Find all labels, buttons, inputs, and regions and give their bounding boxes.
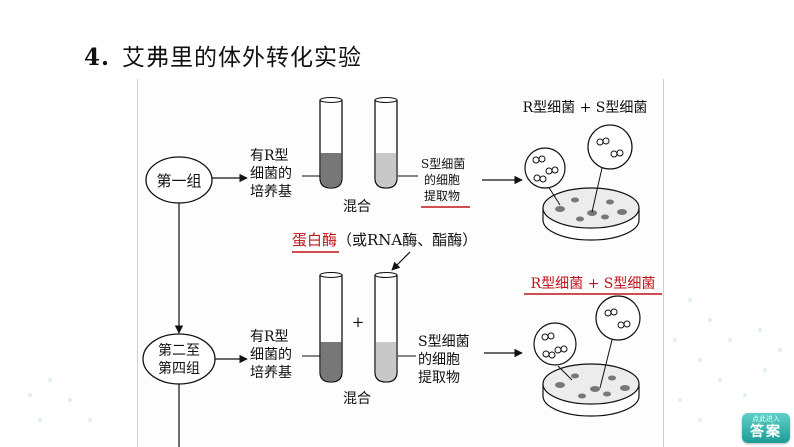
group1-tube-r [319, 96, 343, 189]
enzyme-highlight: 蛋白酶 [292, 231, 337, 249]
group2-medium-line2: 细菌的 [250, 347, 292, 363]
group2-extract-line1: S型细菌 [418, 334, 470, 350]
group2-tube-s [374, 271, 398, 383]
group2-extract-line3: 提取物 [418, 370, 460, 386]
group2-mix-label: 混合 [343, 391, 371, 407]
group2-label-line2: 第四组 [158, 360, 200, 377]
group1-extract-line3: 提取物 [424, 188, 460, 203]
group1-tube-s [374, 96, 398, 189]
group1-result: R型细菌 + S型细菌 [523, 100, 648, 116]
group2-result: R型细菌 + S型细菌 [531, 276, 656, 292]
answer-button-hint: 点此进入 [752, 415, 780, 423]
group1-medium-line1: 有R型 [250, 148, 289, 164]
group2-extract-line2: 的细胞 [418, 352, 460, 368]
group1-medium-line3: 培养基 [250, 183, 292, 200]
enzyme-rest: （或RNA酶、酯酶） [337, 231, 477, 249]
answer-button-label: 答案 [750, 424, 782, 440]
section-title: 艾弗里的体外转化实验 [122, 45, 363, 71]
enzyme-arrow [391, 251, 411, 271]
group2-medium-line3: 培养基 [250, 364, 292, 381]
group1-petri-dish [524, 124, 640, 241]
group2-petri-dish [533, 295, 641, 417]
group2-plus-sign: + [352, 313, 365, 331]
group2-tube-r [319, 271, 343, 383]
group1-medium-line2: 细菌的 [250, 166, 292, 182]
section-heading: 4. 艾弗里的体外转化实验 [84, 38, 362, 72]
group2-label-line1: 第二至 [158, 342, 200, 359]
section-number: 4. [84, 44, 111, 71]
enzyme-label: 蛋白酶（或RNA酶、酯酶） [292, 231, 477, 249]
group2-medium-line1: 有R型 [250, 329, 289, 345]
group1-label: 第一组 [156, 172, 201, 190]
answer-button[interactable]: 点此进入 答案 [742, 413, 790, 443]
group1-mix-label: 混合 [343, 199, 371, 215]
group1-extract-line1: S型细菌 [421, 157, 465, 171]
group1-extract-line2: 的细胞 [424, 172, 460, 187]
